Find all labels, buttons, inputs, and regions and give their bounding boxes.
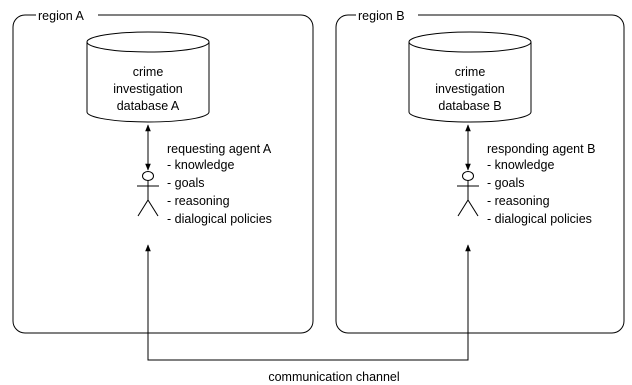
agent-b-attribute: - reasoning <box>487 194 550 208</box>
region-b-boundary <box>335 14 625 334</box>
agent-a-attribute: - dialogical policies <box>167 212 272 226</box>
region-a-label: region A <box>38 9 85 23</box>
agent-a-attribute: - knowledge <box>167 158 234 172</box>
database-b-line-1: crime <box>455 65 486 79</box>
region-b-label: region B <box>358 9 405 23</box>
communication-channel-label: communication channel <box>268 370 399 384</box>
database-a-line-3: database A <box>117 99 180 113</box>
agent-b-title: responding agent B <box>487 142 595 156</box>
agent-a-figure-icon <box>137 171 159 217</box>
database-a-cylinder: crime investigation database A <box>86 31 210 123</box>
region-b: region B crime investigation database B … <box>335 8 625 334</box>
database-a-line-2: investigation <box>113 82 183 96</box>
agent-b-figure-icon <box>457 171 479 217</box>
agent-b-attribute: - goals <box>487 176 525 190</box>
database-a-line-1: crime <box>133 65 164 79</box>
region-b-label-bg <box>356 8 418 22</box>
database-b-line-2: investigation <box>435 82 505 96</box>
region-a-label-bg <box>36 8 98 22</box>
agent-a-attribute: - goals <box>167 176 205 190</box>
database-b-cylinder: crime investigation database B <box>408 31 532 123</box>
agent-a-title: requesting agent A <box>167 142 272 156</box>
region-a-boundary <box>12 14 314 334</box>
communication-channel-line <box>145 244 471 361</box>
region-a: region A crime investigation database A … <box>12 8 314 334</box>
agent-a-attribute: - reasoning <box>167 194 230 208</box>
agent-b-attribute: - dialogical policies <box>487 212 592 226</box>
database-b-line-3: database B <box>438 99 501 113</box>
agent-b-attribute: - knowledge <box>487 158 554 172</box>
